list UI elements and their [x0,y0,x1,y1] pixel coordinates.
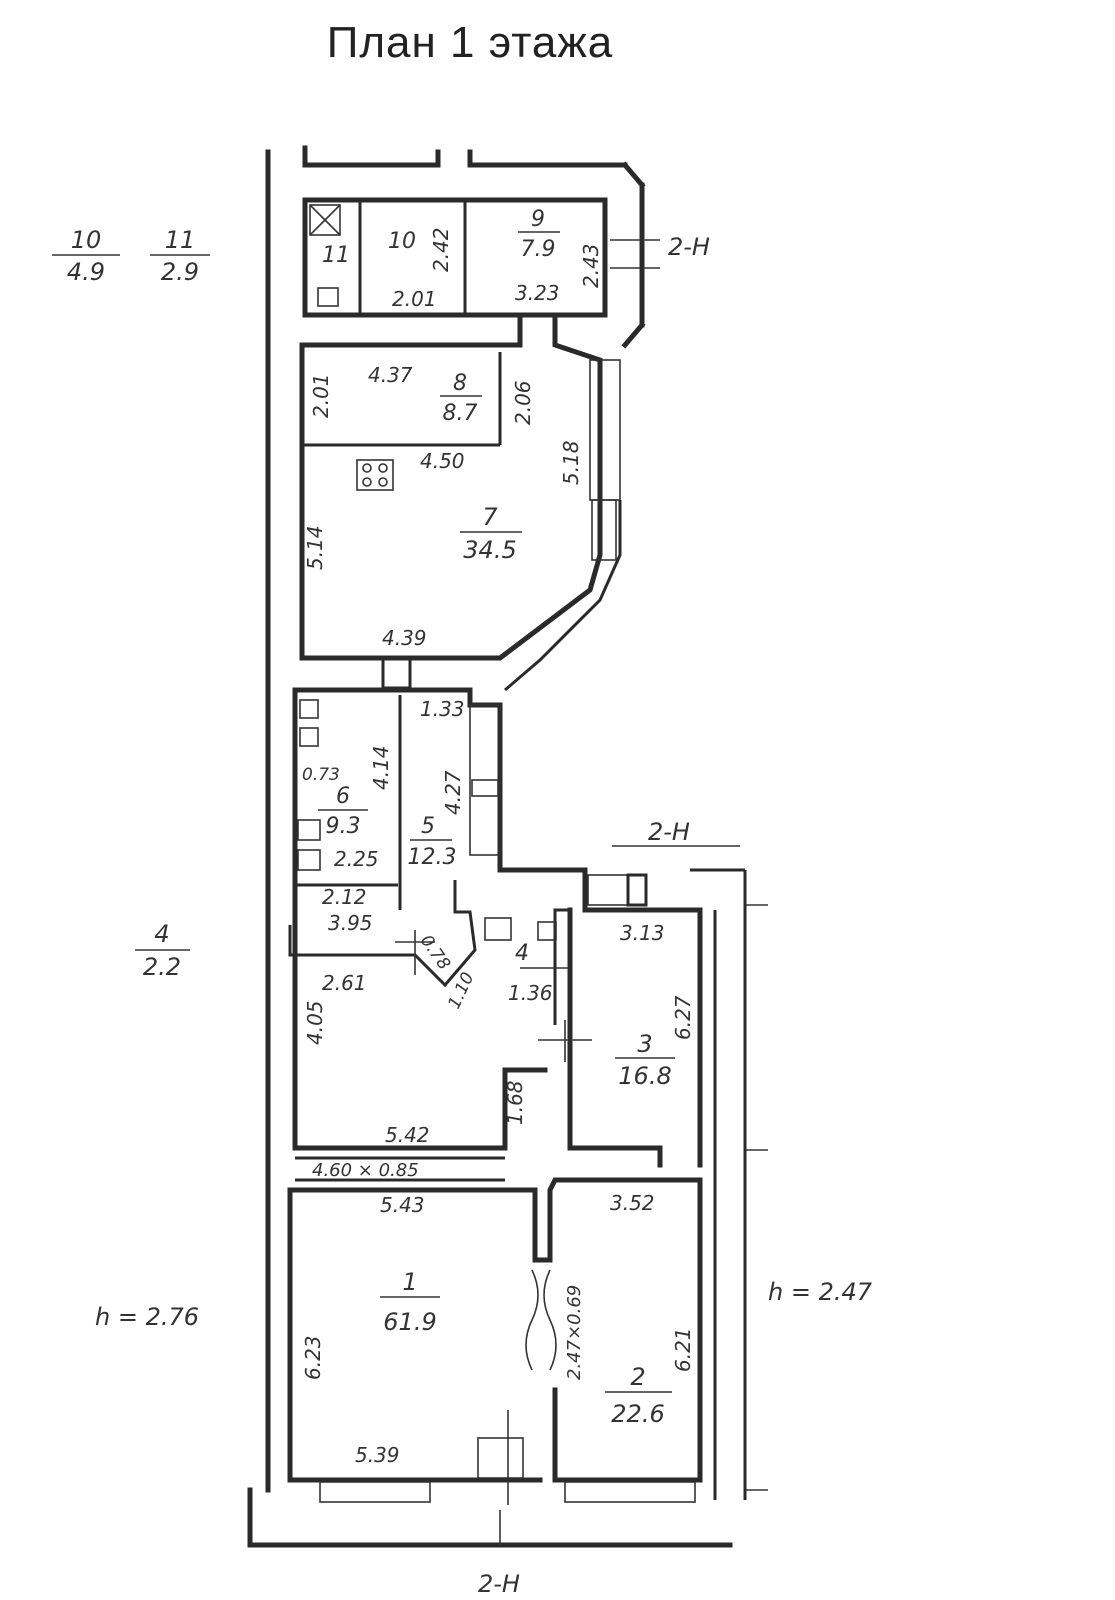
room-1-area: 61.9 [383,1308,436,1336]
dim-395: 3.95 [328,911,373,935]
room-5-number: 5 [421,814,435,839]
legend-area-11: 2.9 [161,258,199,286]
room-labels: 11 10 9 7.9 8 8.7 7 34.5 6 9.3 5 12.3 4 … [318,207,675,1428]
dim-201a: 2.01 [392,287,437,311]
dim-518: 5.18 [559,440,583,485]
dim-427: 4.27 [441,770,465,815]
room-6-number: 6 [336,784,350,809]
height-right: h = 2.47 [768,1278,873,1306]
dim-073: 0.73 [302,765,340,785]
room-9-area: 7.9 [521,237,556,262]
section-mark-middle: 2-H [648,818,690,846]
block-bottom [287,1156,703,1545]
dim-623: 6.23 [301,1335,325,1380]
block-lower [292,867,768,1500]
dim-450: 4.50 [420,449,465,473]
legend-room-10: 10 [71,226,102,254]
dim-201b: 2.01 [309,373,333,418]
room-5-area: 12.3 [408,845,457,870]
section-mark-bottom: 2-H [478,1570,520,1598]
dim-168: 1.68 [503,1080,527,1125]
room-2-area: 22.6 [611,1400,664,1428]
legend-area-4: 2.2 [143,953,181,981]
legend-area-10: 4.9 [67,258,105,286]
dim-206: 2.06 [511,380,535,425]
dim-247x: 2.47×0.69 [564,1285,585,1380]
room-2-number: 2 [630,1363,645,1391]
block-middle [288,687,588,1151]
dim-405: 4.05 [303,1000,327,1045]
room-8-area: 8.7 [443,401,478,426]
dim-352: 3.52 [610,1191,655,1215]
dim-543: 5.43 [380,1193,425,1217]
room-7-area: 34.5 [463,536,516,564]
section-mark-top: 2-H [668,233,710,261]
room-1-number: 1 [402,1268,417,1296]
dim-323: 3.23 [515,281,560,305]
dim-439: 4.39 [382,626,427,650]
dim-313: 3.13 [620,921,665,945]
room-10-number: 10 [388,229,416,254]
dim-460: 4.60 × 0.85 [312,1160,419,1181]
dim-627: 6.27 [671,995,695,1040]
legend: 10 4.9 11 2.9 4 2.2 [52,226,210,981]
dim-212: 2.12 [322,885,367,909]
dim-539: 5.39 [355,1443,400,1467]
dim-414: 4.14 [369,745,393,790]
outer-wall [247,145,733,1548]
dim-261: 2.61 [322,971,367,995]
dim-225: 2.25 [334,847,379,871]
dim-136: 1.36 [508,981,553,1005]
block-top [302,197,660,318]
room-8-number: 8 [453,371,467,396]
legend-room-11: 11 [165,226,196,254]
height-left: h = 2.76 [95,1303,199,1331]
legend-room-4: 4 [154,920,169,948]
room-7-number: 7 [482,503,498,531]
room-4-number: 4 [515,941,529,966]
dim-243: 2.43 [579,243,603,288]
plan-title: План 1 этажа [326,18,614,67]
room-6-area: 9.3 [326,814,361,839]
dim-437: 4.37 [368,363,413,387]
room-11-number: 11 [322,243,350,268]
dim-542: 5.42 [385,1123,430,1147]
room-3-area: 16.8 [618,1062,671,1090]
room-9-number: 9 [531,207,545,232]
room-3-number: 3 [637,1030,652,1058]
dim-514: 5.14 [303,525,327,570]
dim-078: 0.78 [416,931,454,974]
dim-133: 1.33 [420,697,465,721]
block-kitchen [299,312,622,692]
dim-621: 6.21 [671,1327,695,1372]
dim-242: 2.42 [429,227,453,272]
dim-110: 1.10 [444,969,478,1012]
